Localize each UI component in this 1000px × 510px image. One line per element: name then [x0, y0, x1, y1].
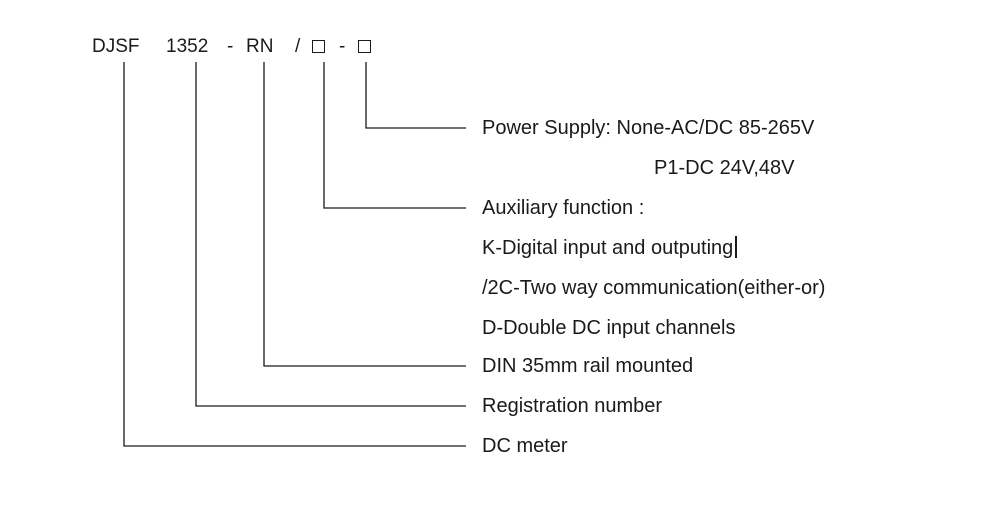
- code-dash-2: -: [339, 36, 346, 57]
- registration-text: Registration number: [482, 395, 663, 417]
- leader-dc-meter: [123, 62, 466, 447]
- leader-power-supply: [365, 62, 466, 129]
- power-supply-text: Power Supply: None-AC/DC 85-265V: [482, 117, 815, 139]
- dc-meter-text: DC meter: [482, 435, 568, 457]
- code-series: DJSF: [92, 36, 140, 57]
- aux-d-text: D-Double DC input channels: [482, 317, 736, 339]
- leader-din: [263, 62, 466, 367]
- text-cursor: [735, 236, 737, 258]
- aux-2c-text: /2C-Two way communication(either-or): [482, 277, 826, 299]
- din-text: DIN 35mm rail mounted: [482, 355, 694, 377]
- leader-registration: [195, 62, 466, 407]
- power-supply-p1-text: P1-DC 24V,48V: [654, 157, 795, 179]
- code-suffix: RN: [246, 36, 274, 57]
- auxiliary-title-text: Auxiliary function :: [482, 197, 645, 219]
- leader-auxiliary: [323, 62, 466, 209]
- code-model: 1352: [166, 36, 209, 57]
- aux-k-text: K-Digital input and outputing: [482, 237, 734, 259]
- code-slash: /: [295, 36, 301, 57]
- power-placeholder-box: [358, 40, 371, 53]
- auxiliary-placeholder-box: [312, 40, 325, 53]
- aux-k-row: K-Digital input and outputing: [482, 236, 737, 260]
- code-dash-1: -: [227, 36, 234, 57]
